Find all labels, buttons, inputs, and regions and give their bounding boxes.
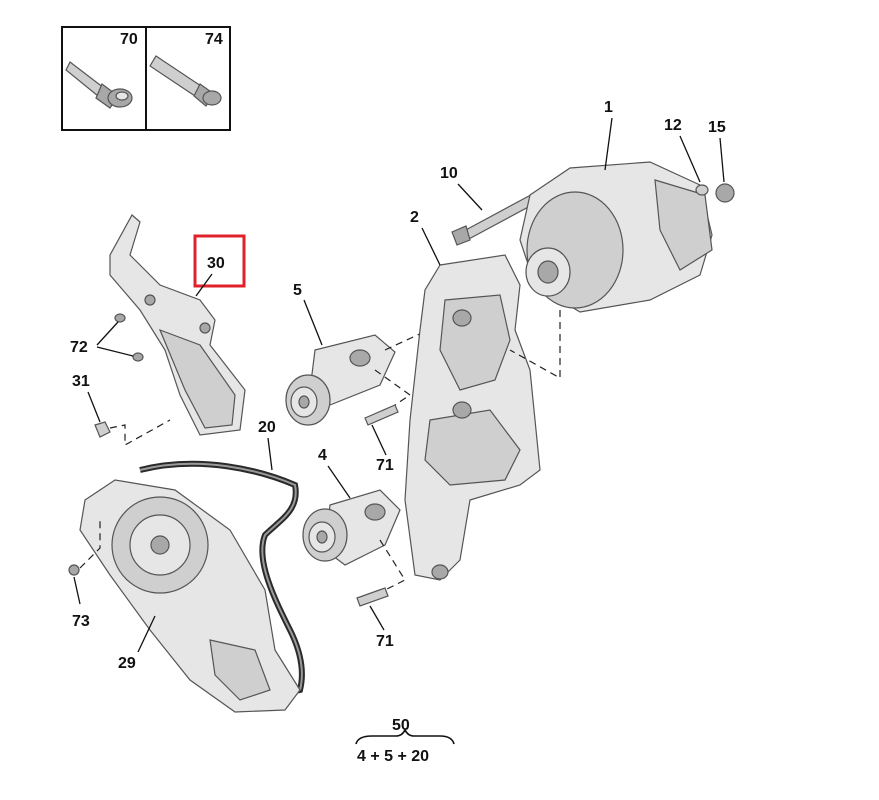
cap-15	[715, 183, 735, 203]
label-15: 15	[708, 119, 726, 136]
bracket-30	[109, 214, 246, 436]
nut-31	[94, 421, 111, 438]
label-72: 72	[70, 339, 88, 356]
socket-bolt-74-icon	[149, 55, 222, 107]
label-12: 12	[664, 117, 682, 134]
alternator-1	[509, 161, 713, 380]
label-20: 20	[258, 419, 276, 436]
assembly-formula: 50 4 + 5 + 20	[355, 717, 455, 765]
label-70: 70	[120, 31, 138, 48]
alternator-bracket-2	[404, 254, 541, 581]
label-29: 29	[118, 655, 136, 672]
label-31: 31	[72, 373, 90, 390]
screws-72	[114, 313, 144, 362]
label-74: 74	[205, 31, 223, 48]
label-1: 1	[604, 99, 613, 116]
fastener-inset: 70 74	[61, 26, 231, 131]
tensioner-5	[285, 334, 396, 426]
assembly-formula-text: 4 + 5 + 20	[357, 748, 429, 765]
tensioner-4	[302, 489, 401, 566]
label-71-lower: 71	[376, 633, 394, 650]
screw-73	[68, 564, 80, 576]
bolt-71-lower	[356, 587, 389, 607]
nut-12	[695, 184, 709, 196]
label-73: 73	[72, 613, 90, 630]
belt-cover-29	[79, 479, 301, 713]
label-5: 5	[293, 282, 302, 299]
label-71-upper: 71	[376, 457, 394, 474]
label-4: 4	[318, 447, 327, 464]
highlight-box-30	[193, 234, 246, 288]
label-2: 2	[410, 209, 419, 226]
label-10: 10	[440, 165, 458, 182]
bolt-71-upper	[364, 404, 399, 426]
label-30: 30	[207, 255, 225, 272]
flange-bolt-70-icon	[65, 61, 133, 109]
assembly-number: 50	[392, 717, 410, 734]
